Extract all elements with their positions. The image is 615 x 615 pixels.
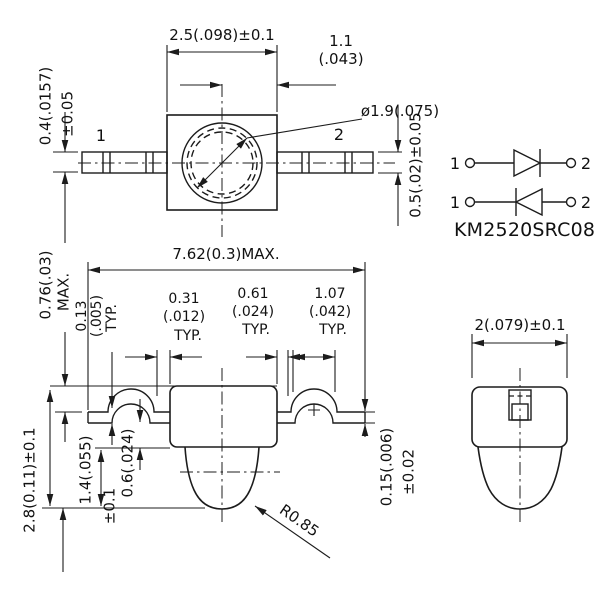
dim-lead-thk-typ-label: TYP. xyxy=(104,304,120,333)
dim-end-width-label: 2(.079)±0.1 xyxy=(474,316,565,334)
end-view xyxy=(471,334,568,526)
dim-center-offset-label: 1.1 xyxy=(329,32,353,50)
dim-dome-height-tol-label: ±0.1 xyxy=(101,488,119,524)
dim-gap2-typ-label: TYP. xyxy=(241,322,270,338)
dim-height-label: 2.8(0.11)±0.1 xyxy=(21,427,39,532)
side-view-dimensions xyxy=(42,262,375,572)
dim-gap2-label: 0.61 xyxy=(237,286,268,302)
dim-foot-thk-tol-label: ±0.02 xyxy=(400,449,418,495)
pin2-label: 2 xyxy=(334,125,344,144)
dim-dome-height-label: 1.4(.055) xyxy=(77,436,95,505)
terminal-circle xyxy=(565,196,577,208)
dim-body-width-label: 2.5(.098)±0.1 xyxy=(169,26,274,44)
terminal-circle xyxy=(464,196,476,208)
diode-2-symbol xyxy=(464,187,577,217)
diode1-pin2-label: 2 xyxy=(581,154,591,173)
dim-gap1-inch-label: (.012) xyxy=(163,309,205,325)
terminal-circle xyxy=(464,157,476,169)
dim-lead-width-tol-label: ±0.05 xyxy=(59,91,77,137)
top-view-dimensions xyxy=(53,45,402,243)
dim-clearance-label: 0.6(.024) xyxy=(119,429,137,498)
dim-standoff-label: 0.76(.03) xyxy=(37,251,55,320)
diode-1-symbol xyxy=(464,148,577,178)
labels: 2.5(.098)±0.1 1.1 (.043) ø1.9(.075) 0.4(… xyxy=(21,26,595,541)
terminal-circle xyxy=(565,157,577,169)
part-number: KM2520SRC08 xyxy=(454,219,595,241)
dim-foot-thk-label: 0.15(.006) xyxy=(378,428,396,507)
top-view xyxy=(78,84,395,237)
side-view-lead-right xyxy=(277,388,366,424)
dim-total-width-label: 7.62(0.3)MAX. xyxy=(172,245,279,263)
side-view-body xyxy=(169,385,278,448)
dim-lead-thk-label: 0.13 xyxy=(74,300,90,331)
dim-lead-thk-inch-label: (.005) xyxy=(89,295,105,337)
dim-hump-inch-label: (.042) xyxy=(309,304,351,320)
diode-1-triangle xyxy=(513,148,542,178)
dim-center-offset-inch-label: (.043) xyxy=(318,50,363,68)
dim-hump-typ-label: TYP. xyxy=(318,322,347,338)
dim-hump-label: 1.07 xyxy=(314,286,345,302)
dim-lead-width-label: 0.4(.0157) xyxy=(37,67,55,146)
side-view-lead-left xyxy=(87,388,170,424)
diode-schematic xyxy=(464,148,577,217)
dim-radius-label: R0.85 xyxy=(276,501,322,541)
dim-gap1-label: 0.31 xyxy=(168,291,199,307)
dim-lead-thickness-label: 0.5(.02)±0.05 xyxy=(407,112,425,217)
dim-gap2-inch-label: (.024) xyxy=(232,304,274,320)
side-view xyxy=(50,368,366,522)
pin1-label: 1 xyxy=(96,126,106,145)
lens-hidden-circle-1 xyxy=(186,127,258,199)
diode2-pin1-label: 1 xyxy=(450,193,460,212)
diode-2-triangle xyxy=(514,187,543,217)
diode1-pin1-label: 1 xyxy=(450,154,460,173)
dim-lens-diameter-label: ø1.9(.075) xyxy=(361,102,439,120)
diode2-pin2-label: 2 xyxy=(581,193,591,212)
dim-standoff-max-label: MAX. xyxy=(55,273,73,311)
dim-gap1-typ-label: TYP. xyxy=(173,328,202,344)
polarity-plus-mark xyxy=(308,404,320,416)
